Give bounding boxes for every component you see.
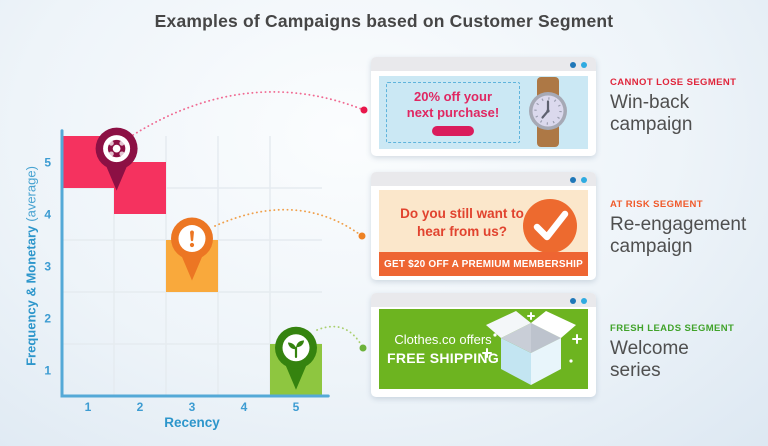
re-engagement-question: Do you still want to hear from us? <box>400 206 524 239</box>
open-box-icon <box>482 311 582 385</box>
page-title: Examples of Campaigns based on Customer … <box>154 11 614 31</box>
svg-text:4: 4 <box>44 208 51 222</box>
browser-titlebar <box>371 293 596 307</box>
pins <box>95 127 317 390</box>
ad-panel-re-engagement: Do you still want to hear from us? GET $… <box>379 190 588 276</box>
segment-badge: AT RISK SEGMENT <box>610 199 703 210</box>
window-dot-icon <box>581 176 587 183</box>
y-axis-label: Frequency & Monetary(average) <box>23 166 39 366</box>
svg-text:3: 3 <box>189 400 196 414</box>
svg-text:2: 2 <box>44 312 51 326</box>
svg-text:1: 1 <box>85 400 92 414</box>
campaign-label-win-back: CANNOT LOSE SEGMENT Win-back campaign <box>610 77 762 136</box>
re-engagement-connector <box>214 208 363 237</box>
campaign-label-re-engagement: AT RISK SEGMENT Re-engagement campaign <box>610 199 762 258</box>
browser-card-win-back: 20% off your next purchase! <box>371 57 596 156</box>
ad-panel-welcome: Clothes.co offers FREE SHIPPING <box>379 309 588 389</box>
campaign-label-welcome: FRESH LEADS SEGMENT Welcome series <box>610 323 762 382</box>
segment-badge: FRESH LEADS SEGMENT <box>610 323 735 334</box>
life-ring-icon <box>107 139 126 158</box>
cannot-lose-pin <box>95 127 138 191</box>
coupon-dashed-box: 20% off your next purchase! <box>386 82 520 143</box>
campaign-name: Win-back campaign <box>610 92 693 136</box>
win-back-connector <box>132 91 365 136</box>
segment-badge: CANNOT LOSE SEGMENT <box>610 77 737 88</box>
window-dot-icon <box>570 61 576 68</box>
campaign-name: Welcome series <box>610 338 689 382</box>
free-shipping-text: Clothes.co offers FREE SHIPPING <box>386 332 500 366</box>
window-dot-icon <box>581 297 587 304</box>
win-back-connector-dot <box>360 106 368 114</box>
connectors <box>132 91 368 352</box>
browser-card-re-engagement: Do you still want to hear from us? GET $… <box>371 172 596 280</box>
checkmark-icon <box>523 199 577 253</box>
coupon-text-line1: 20% off your <box>413 89 492 105</box>
welcome-connector-dot <box>359 344 367 352</box>
watch-icon <box>529 77 567 147</box>
re-engagement-connector-dot <box>358 232 366 240</box>
svg-text:5: 5 <box>293 400 300 414</box>
campaign-name: Re-engagement campaign <box>610 214 747 258</box>
window-dot-icon <box>570 176 576 183</box>
coupon-text-line2: next purchase! <box>406 105 500 120</box>
axes <box>60 129 330 398</box>
window-dot-icon <box>570 297 576 304</box>
tick-labels: 1 2 3 4 5 1 2 3 4 5 <box>44 156 299 415</box>
svg-text:2: 2 <box>137 400 144 414</box>
browser-titlebar <box>371 57 596 71</box>
window-dot-icon <box>581 61 587 68</box>
ad-panel-win-back: 20% off your next purchase! <box>379 76 588 149</box>
coupon-button[interactable] <box>432 125 474 136</box>
welcome-connector <box>316 325 364 349</box>
svg-text:4: 4 <box>241 400 248 414</box>
membership-offer-banner[interactable]: GET $20 OFF A PREMIUM MEMBERSHIP <box>379 252 588 276</box>
x-axis-label: Recency <box>164 415 220 430</box>
browser-titlebar <box>371 172 596 186</box>
fresh-leads-pin <box>275 326 317 390</box>
browser-card-welcome: Clothes.co offers FREE SHIPPING <box>371 293 596 397</box>
svg-text:5: 5 <box>44 156 51 170</box>
svg-text:1: 1 <box>44 364 51 378</box>
at-risk-pin <box>171 217 213 281</box>
svg-text:3: 3 <box>44 260 51 274</box>
